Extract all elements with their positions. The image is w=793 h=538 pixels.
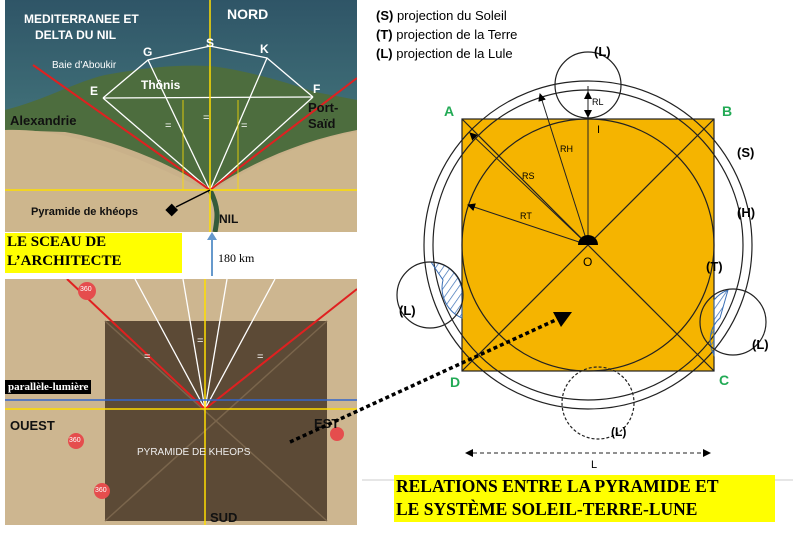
distance-arrow bbox=[207, 232, 217, 276]
pyramid-plan-svg bbox=[5, 279, 357, 525]
plan-red-ray-right bbox=[204, 288, 357, 410]
point-k-label: K bbox=[260, 42, 269, 56]
vertex-d: D bbox=[450, 374, 461, 390]
point-f-label: F bbox=[313, 82, 321, 96]
seal-line-2: L’ARCHITECTE bbox=[7, 253, 122, 269]
red-ray-right bbox=[209, 77, 357, 191]
red-ray-left bbox=[32, 64, 211, 191]
legend-earth-code: (T) bbox=[376, 27, 393, 42]
label-moon-right: (L) bbox=[752, 337, 769, 352]
label-rh: RH bbox=[560, 144, 573, 154]
nile-river bbox=[207, 188, 220, 232]
alexandria-label: Alexandrie bbox=[10, 113, 77, 128]
plan-equal-3: = bbox=[257, 351, 264, 363]
caption-line-2: LE SYSTÈME SOLEIL-TERRE-LUNE bbox=[396, 499, 698, 519]
east-label: EST bbox=[314, 416, 340, 431]
label-t-circle: (T) bbox=[706, 259, 723, 274]
vertex-c: C bbox=[719, 372, 730, 388]
label-length: L bbox=[591, 459, 598, 471]
legend-moon-text: projection de la Lule bbox=[392, 46, 513, 61]
plan-fan-lines bbox=[134, 279, 276, 410]
legend-sun-text: projection du Soleil bbox=[393, 8, 507, 23]
equal-mark-2: = bbox=[203, 112, 210, 124]
label-moon-bottom: (L) bbox=[611, 425, 627, 439]
seal-banner: LE SCEAU DE L’ARCHITECTE bbox=[5, 233, 182, 273]
point-i: I bbox=[597, 124, 601, 136]
nile-label: NIL bbox=[219, 212, 239, 226]
label-s-circle: (S) bbox=[737, 145, 755, 160]
center-angle-mark bbox=[578, 235, 598, 245]
moon-left-hatch bbox=[430, 261, 463, 319]
moon-right-hatch bbox=[709, 289, 729, 357]
earth-circle bbox=[461, 118, 715, 372]
distance-label: 180 km bbox=[218, 251, 255, 265]
label-h-circle: (H) bbox=[737, 205, 756, 220]
plan-equal-2: = bbox=[197, 335, 204, 347]
pyramid-plan-panel: 360 360 360 parallèle-lumière OUEST EST … bbox=[5, 279, 357, 525]
legend-moon-code: (L) bbox=[376, 46, 393, 61]
legend-moon: (L) projection de la Lule bbox=[376, 44, 517, 63]
delta-map-svg bbox=[5, 0, 357, 232]
equal-mark-3: = bbox=[241, 120, 248, 132]
diagonal-ac bbox=[461, 118, 715, 372]
plan-marker-2: 360 bbox=[69, 437, 81, 444]
label-rl: RL bbox=[592, 97, 604, 107]
h-circle bbox=[432, 89, 744, 401]
sun-circle bbox=[423, 80, 753, 410]
pyramid-marker bbox=[165, 203, 179, 217]
diagonal-bd bbox=[461, 118, 715, 372]
pyramid-square bbox=[461, 118, 715, 372]
equal-mark-1: = bbox=[165, 120, 172, 132]
label-rs: RS bbox=[522, 171, 535, 181]
pyramid-plan-label: PYRAMIDE DE KHEOPS bbox=[137, 447, 251, 458]
plan-equal-1: = bbox=[144, 351, 151, 363]
plan-marker-1: 360 bbox=[80, 286, 92, 293]
plan-marker-3: 360 bbox=[95, 487, 107, 494]
center-o: O bbox=[583, 255, 593, 269]
vertex-a: A bbox=[444, 103, 455, 119]
west-label: OUEST bbox=[10, 418, 55, 433]
moon-left bbox=[396, 261, 464, 329]
south-label: SUD bbox=[210, 510, 238, 525]
desert bbox=[5, 129, 357, 232]
label-moon-left: (L) bbox=[399, 303, 416, 318]
point-e-label: E bbox=[90, 84, 99, 98]
label-moon-top: (L) bbox=[594, 44, 611, 59]
legend-sun: (S) projection du Soleil bbox=[376, 6, 517, 25]
legend-earth: (T) projection de la Terre bbox=[376, 25, 517, 44]
caption-banner: RELATIONS ENTRE LA PYRAMIDE ET LE SYSTÈM… bbox=[394, 475, 775, 522]
legend-sun-code: (S) bbox=[376, 8, 394, 23]
plan-red-ray-left bbox=[66, 279, 206, 410]
delta-map-panel: MEDITERRANEE ET DELTA DU NIL NORD G S K … bbox=[5, 0, 357, 232]
label-rt: RT bbox=[520, 211, 532, 221]
parallel-light-label: parallèle-lumière bbox=[5, 380, 92, 394]
point-g-label: G bbox=[143, 45, 153, 59]
vertex-b: B bbox=[722, 103, 733, 119]
north-label: NORD bbox=[227, 6, 269, 22]
seal-line-1: LE SCEAU DE bbox=[7, 234, 107, 250]
bay-label: Baie d'Aboukir bbox=[52, 60, 117, 71]
port-said-label-1: Port- bbox=[308, 100, 339, 115]
legend-earth-text: projection de la Terre bbox=[392, 27, 518, 42]
point-s-label: S bbox=[206, 36, 215, 50]
map-region-title-1: MEDITERRANEE ET bbox=[24, 12, 139, 26]
thonis-label: Thônis bbox=[141, 78, 181, 92]
port-said-label-2: Saïd bbox=[308, 116, 336, 131]
moon-top bbox=[554, 51, 622, 119]
pyramid-pointer bbox=[175, 189, 211, 208]
legend: (S) projection du Soleil (T) projection … bbox=[376, 6, 517, 63]
rh-arrow bbox=[538, 93, 589, 246]
map-region-title-2: DELTA DU NIL bbox=[35, 28, 117, 42]
link-arrow-head bbox=[553, 312, 572, 327]
caption-line-1: RELATIONS ENTRE LA PYRAMIDE ET bbox=[396, 476, 719, 496]
pyramid-khufu-label: Pyramide de khéops bbox=[31, 206, 138, 218]
